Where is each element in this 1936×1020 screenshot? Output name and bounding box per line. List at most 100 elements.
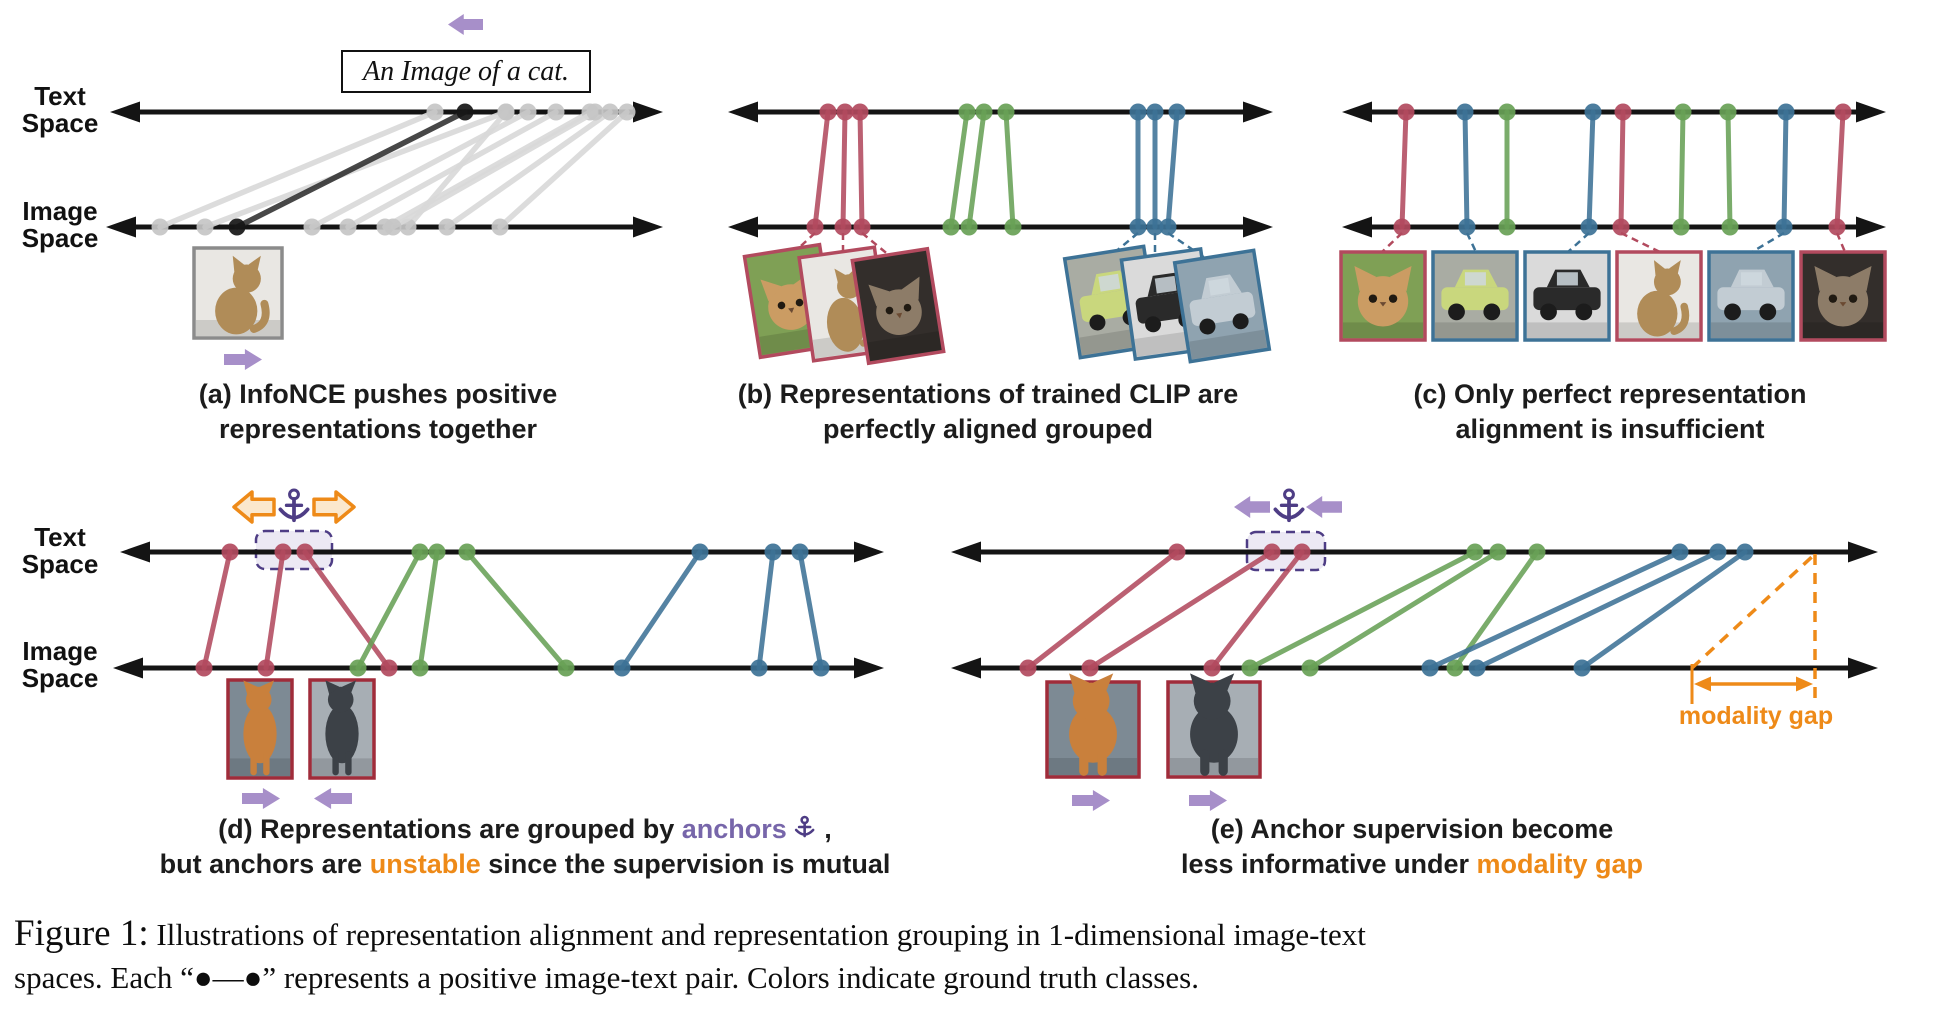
purple-right-arrow-bottom [224,349,262,370]
image-text-pair-green [1672,103,1692,236]
figure-caption: Figure 1: Illustrations of representatio… [14,913,1366,995]
photo-cat-grass-c [1339,250,1427,342]
caption-text-box: An Image of a cat. [341,50,591,93]
caption-b: (b) Representations of trained CLIP are … [737,379,1239,444]
anchor-icon-e [1273,488,1305,523]
image-text-pair-blue [1421,543,1689,677]
image-text-pair-blue [1146,103,1164,236]
panel-a [106,14,663,370]
photo-connector [1381,232,1403,253]
axis-label-line: Space [21,663,99,693]
image-text-pair-blue [791,543,830,677]
purple-right-arrow-d [242,788,280,809]
panel-e [951,488,1878,811]
image-text-pair-green [411,543,446,677]
modality-gap-label: modality gap [1678,702,1834,730]
photo-connector [1835,232,1847,253]
image-text-pair-gray [339,103,565,236]
image-text-pair-green [349,543,429,677]
photo-car-silver-b [1172,248,1272,364]
axis-label-line: Space [21,223,99,253]
text-space-axis-d [120,541,884,563]
purple-left-arrow-top [448,14,483,35]
photo-cat-dark-c [1799,250,1887,342]
axis-label-line: Space [21,108,99,138]
image-text-pair-green [1301,543,1507,677]
image-text-pair-red [1393,103,1415,236]
image-text-pair-red [1203,543,1311,677]
image-text-pair-gray [151,103,444,236]
photo-cat-gray-e [1166,673,1262,779]
axis-label-image-space-bottom: Image Space [4,638,116,692]
image-space-axis-d [113,657,884,679]
image-text-pair-green [1719,103,1739,236]
image-text-pair-gray [384,103,604,236]
photo-car-black-c [1523,250,1611,342]
image-text-pair-gray [438,103,619,236]
photo-cat-sitting-a [192,246,284,340]
panel-c [1339,101,1887,342]
modality-gap-annotation [1690,552,1817,704]
image-text-pair-red [1081,543,1281,677]
image-text-pair-green [942,103,976,236]
image-text-pair-green [1498,103,1516,236]
panel-b [728,101,1273,366]
axis-label-text-space-bottom: Text Space [4,524,116,578]
purple-left-arrow-e2 [1306,496,1342,518]
image-text-pair-red [296,543,398,677]
image-text-pair-red [806,103,837,236]
photo-car-silver-c [1707,250,1795,342]
image-text-pair-black [228,103,474,236]
caption-c: (c) Only perfect representation alignmen… [1413,379,1807,444]
orange-left-arrow [232,490,276,524]
anchor-icon-d [278,488,310,523]
image-text-pair-blue [1775,103,1795,236]
image-text-pair-green [1241,543,1484,677]
image-text-pair-blue [1129,103,1147,236]
panel-d [113,488,884,809]
purple-left-arrow-d [314,788,352,809]
axis-label-image-space-top: Image Space [4,198,116,252]
image-text-pair-gray [491,103,636,236]
axis-label-text-space-top: Text Space [4,83,116,137]
caption-e: (e) Anchor supervision become less infor… [1180,814,1644,879]
figure-number: Figure 1: [14,913,149,954]
text-space-axis-e [951,541,1878,563]
image-text-pair-red [851,103,871,236]
purple-right-arrow-e1 [1072,790,1110,811]
image-text-pair-blue [613,543,709,677]
axis-label-line: Image [22,196,98,226]
photo-car-green-c [1431,250,1519,342]
photo-connector [1620,231,1661,254]
image-text-pair-blue [1573,543,1754,677]
axis-label-line: Text [34,522,86,552]
orange-right-arrow [312,490,356,524]
photo-connector [1751,231,1785,254]
purple-left-arrow-e1 [1234,496,1270,518]
photo-connector [1107,232,1139,259]
photo-connector [861,232,891,257]
image-text-pair-red [1019,543,1186,677]
image-text-pair-blue [750,543,782,677]
image-text-pair-blue [1468,543,1727,677]
image-text-pair-red [195,543,239,677]
photo-connector [1465,232,1478,253]
caption-d: (d) Representations are grouped by ancho… [159,814,891,879]
photo-connector [1567,232,1590,253]
image-text-pair-green [960,103,993,236]
caption-a: (a) InfoNCE pushes positive representati… [198,379,558,444]
photo-cat-gray-d [308,678,376,780]
axis-label-line: Image [22,636,98,666]
purple-right-arrow-e2 [1189,790,1227,811]
image-text-pair-green [458,543,575,677]
image-text-pair-blue [1456,103,1476,236]
text-space-axis-c [1342,101,1886,123]
image-text-pair-blue [1159,103,1186,236]
anchor-icon [794,815,815,838]
caption-text: An Image of a cat. [362,55,570,87]
photo-cat-orange-d [226,678,294,780]
image-text-pair-red [257,543,292,677]
photo-cat-dark-b [850,246,946,366]
